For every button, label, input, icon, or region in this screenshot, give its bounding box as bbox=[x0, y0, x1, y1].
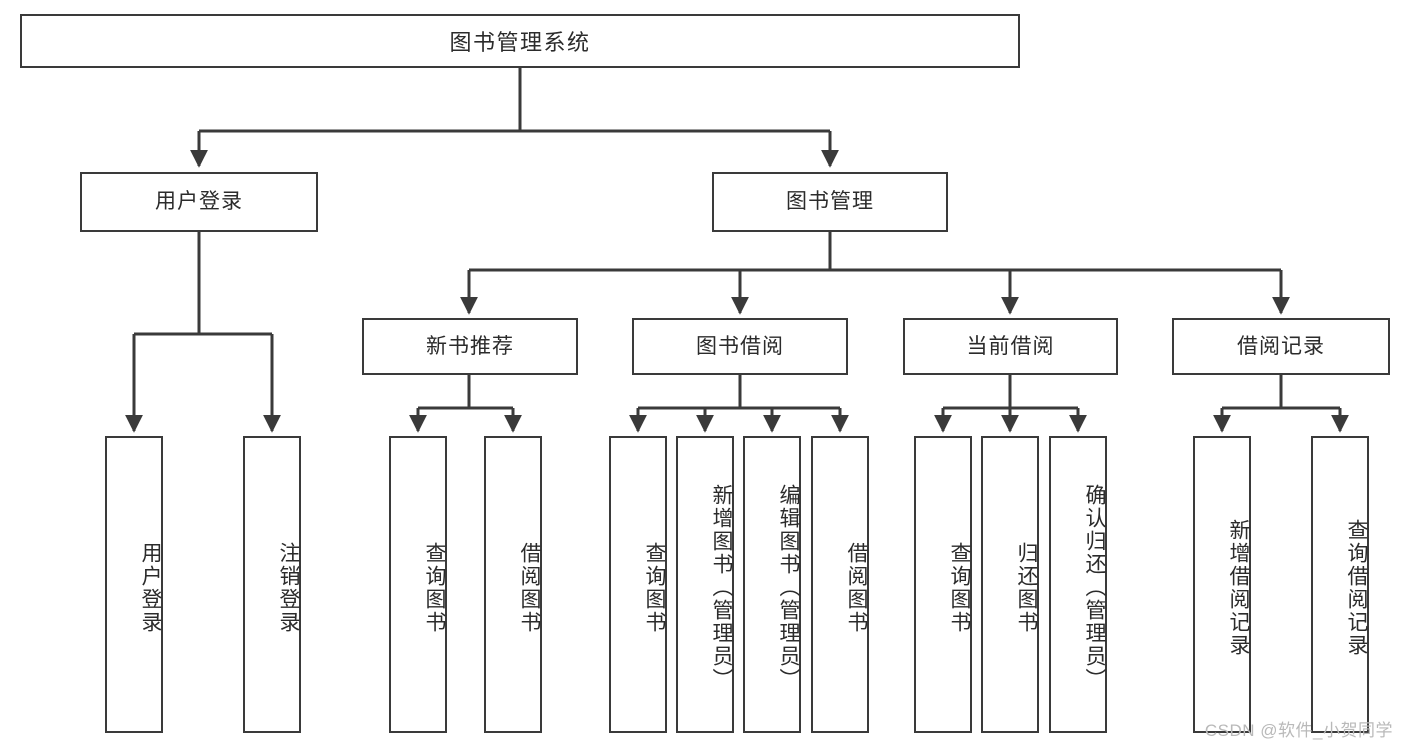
leaf-query-book-borrow[interactable]: 查询图书 bbox=[609, 436, 667, 733]
leaf-borrow-book-recommend[interactable]: 借阅图书 bbox=[484, 436, 542, 733]
node-new-book-recommend[interactable]: 新书推荐 bbox=[362, 318, 578, 375]
leaf-user-login[interactable]: 用户登录 bbox=[105, 436, 163, 733]
leaf-add-book-label: 新增图书（管理员） bbox=[710, 484, 733, 691]
node-book-borrow[interactable]: 图书借阅 bbox=[632, 318, 848, 375]
leaf-query-borrow-record-label: 查询借阅记录 bbox=[1345, 518, 1368, 657]
node-root-system[interactable]: 图书管理系统 bbox=[20, 14, 1020, 68]
leaf-logout-label: 注销登录 bbox=[277, 541, 300, 634]
leaf-return-book[interactable]: 归还图书 bbox=[981, 436, 1039, 733]
leaf-query-book-borrow-label: 查询图书 bbox=[643, 541, 666, 634]
leaf-query-book-current-label: 查询图书 bbox=[948, 541, 971, 634]
leaf-query-book-recommend-label: 查询图书 bbox=[423, 541, 446, 634]
leaf-add-book[interactable]: 新增图书（管理员） bbox=[676, 436, 734, 733]
leaf-edit-book[interactable]: 编辑图书（管理员） bbox=[743, 436, 801, 733]
watermark-text: CSDN @软件_小贺同学 bbox=[1204, 721, 1393, 740]
leaf-add-borrow-record[interactable]: 新增借阅记录 bbox=[1193, 436, 1251, 733]
node-current-borrow[interactable]: 当前借阅 bbox=[903, 318, 1118, 375]
leaf-borrow-book-label: 借阅图书 bbox=[845, 541, 868, 634]
leaf-borrow-book[interactable]: 借阅图书 bbox=[811, 436, 869, 733]
leaf-add-borrow-record-label: 新增借阅记录 bbox=[1227, 518, 1250, 657]
leaf-confirm-return[interactable]: 确认归还（管理员） bbox=[1049, 436, 1107, 733]
leaf-edit-book-label: 编辑图书（管理员） bbox=[777, 484, 800, 691]
node-borrow-record[interactable]: 借阅记录 bbox=[1172, 318, 1390, 375]
node-book-manage[interactable]: 图书管理 bbox=[712, 172, 948, 232]
leaf-query-book-recommend[interactable]: 查询图书 bbox=[389, 436, 447, 733]
node-user-login[interactable]: 用户登录 bbox=[80, 172, 318, 232]
leaf-logout[interactable]: 注销登录 bbox=[243, 436, 301, 733]
leaf-borrow-book-recommend-label: 借阅图书 bbox=[518, 541, 541, 634]
leaf-return-book-label: 归还图书 bbox=[1015, 541, 1038, 634]
leaf-confirm-return-label: 确认归还（管理员） bbox=[1083, 484, 1106, 691]
leaf-query-borrow-record[interactable]: 查询借阅记录 bbox=[1311, 436, 1369, 733]
leaf-user-login-label: 用户登录 bbox=[139, 541, 162, 634]
leaf-query-book-current[interactable]: 查询图书 bbox=[914, 436, 972, 733]
